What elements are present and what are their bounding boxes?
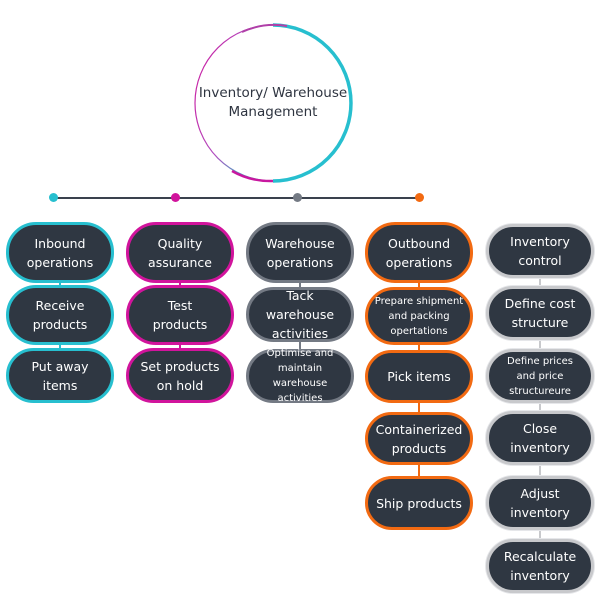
category-node-inbound: Inbound operations — [6, 222, 114, 283]
root-circle-ring — [194, 23, 353, 183]
task-node: Ship products — [365, 476, 473, 530]
task-node: Adjust inventory — [486, 476, 594, 530]
task-node: Set products on hold — [126, 348, 234, 403]
connector-outbound — [418, 465, 420, 476]
root-label: Inventory/ Warehouse Management — [198, 85, 348, 120]
task-node: Prepare shipment and packing opertations — [365, 287, 473, 345]
connector-outbound — [418, 403, 420, 412]
category-node-inventory-control: Inventory control — [486, 224, 594, 278]
timeline-dot-quality — [170, 193, 180, 202]
connector-inventory-control — [539, 340, 541, 349]
connector-inventory-control — [539, 278, 541, 286]
connector-inbound — [59, 345, 61, 348]
connector-quality — [179, 345, 181, 348]
task-node: Define cost structure — [486, 286, 594, 340]
category-node-outbound: Outbound operations — [365, 222, 473, 283]
category-node-quality: Quality assurance — [126, 222, 234, 283]
task-node: Test products — [126, 285, 234, 345]
connector-outbound — [418, 283, 420, 287]
connector-inventory-control — [539, 530, 541, 539]
connector-warehouse — [299, 342, 301, 349]
timeline-dot-warehouse — [292, 193, 302, 202]
task-node: Close inventory — [486, 411, 594, 465]
task-node: Optimise and maintain warehouse activiti… — [246, 348, 354, 404]
connector-warehouse — [299, 283, 301, 287]
task-node: Tack warehouse activities — [246, 287, 354, 342]
connector-inbound — [59, 283, 61, 285]
task-node: Put away items — [6, 348, 114, 403]
connector-inventory-control — [539, 465, 541, 476]
task-node: Define prices and price structureure — [486, 349, 594, 403]
connector-quality — [179, 283, 181, 285]
connector-inventory-control — [539, 403, 541, 411]
timeline-dot-outbound — [414, 193, 424, 202]
connector-outbound — [418, 345, 420, 350]
timeline-dot-inbound — [48, 193, 58, 202]
category-node-warehouse: Warehouse operations — [246, 222, 354, 283]
task-node: Receive products — [6, 285, 114, 345]
task-node: Recalculate inventory — [486, 539, 594, 593]
root-node: Inventory/ Warehouse Management — [192, 22, 354, 184]
task-node: Containerized products — [365, 412, 473, 465]
timeline-line — [53, 197, 419, 199]
task-node: Pick items — [365, 350, 473, 403]
